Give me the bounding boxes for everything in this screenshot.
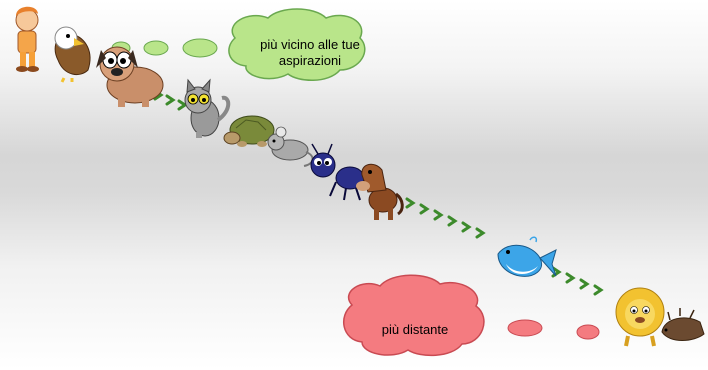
arrow-chevron [419,203,430,215]
arrow-chevron [593,284,604,296]
arrow-chevron [177,99,188,111]
arrow-chevron [447,215,458,227]
eagle-figure [54,26,91,83]
arrow-chevron [165,94,176,106]
arrow-chevron [433,209,444,221]
rat-figure [267,126,314,167]
fish-figure [497,236,557,277]
arrow-chevron [405,197,416,209]
arrow-chevron [475,227,486,239]
turtle-figure [223,115,275,147]
horse-figure [356,163,404,220]
hedgehog-figure [661,308,705,341]
arrow-chevron [565,272,576,284]
arrow-chevron [579,278,590,290]
ant-figure [310,143,365,201]
cloud-bottom-label: più distante [381,322,449,337]
arrow-chevron [461,221,472,233]
boy-figure [15,6,39,72]
dog-figure [96,46,164,107]
cloud-bottom [342,274,600,357]
cat-figure [184,78,231,138]
cloud-top [111,8,366,81]
cloud-top-label: più vicino alle tue aspirazioni [260,37,360,68]
lion-figure [615,287,665,347]
